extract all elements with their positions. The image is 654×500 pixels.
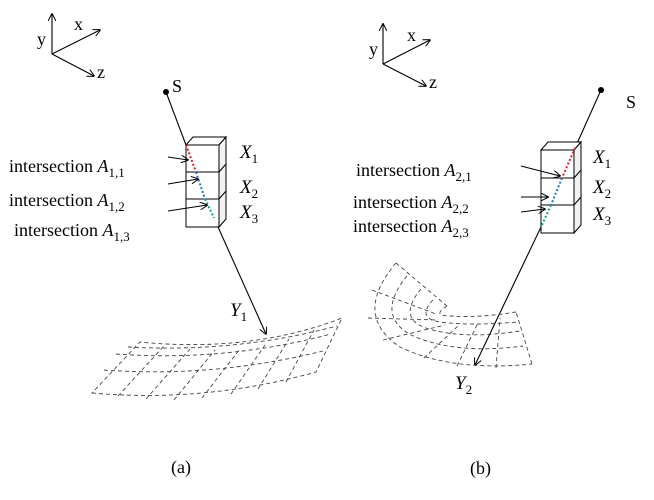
ray-segment-x3 <box>204 198 215 219</box>
y-axis-label: y <box>369 39 378 59</box>
voxel-side-face <box>573 140 582 235</box>
panel-a: y x z S intersection A1,1 inter <box>9 14 343 478</box>
ray-upper-segment <box>574 89 602 149</box>
voxel-label-x1: X1 <box>592 147 611 171</box>
intersection-1-1-pointer <box>167 157 188 160</box>
ray-segment-x1 <box>561 147 576 179</box>
ray-segment-x2 <box>550 177 563 206</box>
axes-b: y x z <box>369 24 437 92</box>
detector-grid-b <box>367 262 533 369</box>
intersection-label-a13: intersection A1,3 <box>14 220 130 244</box>
z-axis-label: z <box>429 72 437 92</box>
ray-upper-segment <box>165 91 187 146</box>
x-axis-label: x <box>407 25 416 45</box>
z-axis-arrow <box>51 53 94 76</box>
voxel-label-x1: X1 <box>239 142 258 166</box>
z-axis-label: z <box>97 62 105 82</box>
detector-grid-a <box>91 317 343 401</box>
intersection-label-a23: intersection A2,3 <box>353 216 469 240</box>
ray-lower-segment <box>213 217 266 334</box>
y-axis-label: y <box>37 29 46 49</box>
intersection-1-3-pointer <box>167 205 207 212</box>
voxel-stack-b <box>539 140 583 235</box>
ray-lower-segment <box>475 224 543 365</box>
panel-b: y x z S intersection A2,1 inter <box>353 24 636 479</box>
x-axis-label: x <box>74 14 83 34</box>
voxel-x2 <box>540 177 575 206</box>
intersection-2-3-pointer <box>520 209 545 212</box>
voxel-label-x3: X3 <box>239 202 258 226</box>
voxel-stack-a <box>184 135 228 229</box>
axes-a: y x z <box>37 14 105 82</box>
voxel-x3 <box>185 198 220 228</box>
voxel-label-x2: X2 <box>592 177 611 201</box>
z-axis-arrow <box>382 63 426 86</box>
intersection-label-a22: intersection A2,2 <box>353 192 469 216</box>
intersection-label-a11: intersection A1,1 <box>9 156 125 180</box>
source-label: S <box>172 76 182 96</box>
voxel-label-x3: X3 <box>592 204 611 228</box>
voxel-side-face <box>218 135 227 229</box>
x-axis-arrow <box>51 30 100 55</box>
caption-a: (a) <box>171 457 191 478</box>
intersection-2-1-pointer <box>520 165 560 176</box>
voxel-x2 <box>185 171 220 200</box>
voxel-x3 <box>540 204 575 234</box>
ray-segment-x1 <box>185 144 197 173</box>
intersection-label-a12: intersection A1,2 <box>9 190 125 214</box>
source-label: S <box>626 92 636 112</box>
detector-label-y1: Y1 <box>230 300 247 324</box>
intersection-1-2-pointer <box>167 179 198 185</box>
voxel-x1 <box>185 144 220 173</box>
voxel-label-x2: X2 <box>239 177 258 201</box>
caption-b: (b) <box>470 458 491 479</box>
intersection-label-a21: intersection A2,1 <box>356 160 472 184</box>
x-axis-arrow <box>382 40 430 65</box>
detector-label-y2: Y2 <box>455 373 472 397</box>
